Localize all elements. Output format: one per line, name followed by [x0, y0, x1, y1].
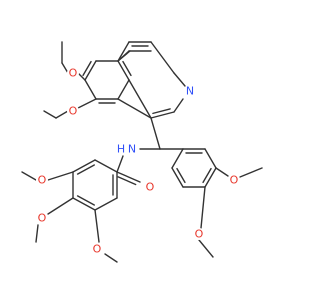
bond-benzo-inner [82, 60, 92, 77]
bond-benzo [117, 60, 130, 81]
bond-methyl [21, 171, 37, 181]
bond-aryl-right [171, 167, 184, 188]
bond-aryl-left [72, 197, 96, 211]
atom-label-layer: O O N H N O O O O O O [36, 67, 240, 256]
bond-c-ch [150, 117, 161, 150]
bond-pyr [117, 98, 152, 119]
bond-aryl-right [204, 167, 217, 188]
molecule-structure: O O N H N O O O O O O [0, 0, 300, 300]
bond-c-o [215, 167, 229, 177]
atom-o-7-methoxy: O [69, 105, 78, 118]
bond-c-o [77, 72, 86, 81]
atom-o-meta-methoxy: O [195, 228, 204, 241]
bond-benzo [84, 60, 97, 81]
atom-o-6-methoxy: O [69, 67, 78, 80]
bond-methyl [198, 239, 214, 258]
bond-pyr [117, 41, 130, 62]
atom-n-amide: N [128, 143, 136, 156]
bond-aryl-left [94, 197, 118, 211]
bond-aryl-left-inner [76, 195, 95, 206]
atom-n-isoquinoline: N [186, 85, 194, 98]
bond-c-o [94, 209, 100, 243]
bond-pyr-inner [152, 108, 171, 115]
atom-o-5-methoxy: O [93, 243, 102, 256]
atom-h-amide: H [117, 143, 125, 156]
atom-o-carbonyl: O [146, 181, 155, 194]
bond-aryl-right [171, 148, 184, 169]
bond-methyl [104, 253, 118, 263]
bond-aryl-left [72, 159, 96, 173]
bond-c-o [77, 98, 97, 109]
bond-pyr-n [173, 72, 186, 87]
bond-aryl-right [204, 148, 217, 169]
bond-o-ch3 [55, 110, 69, 119]
bond-pyr [117, 50, 131, 62]
background [0, 0, 300, 300]
bond-aryl-right-inner [202, 167, 212, 184]
bond-aryl-left [94, 159, 118, 173]
atom-o-4-methoxy: O [38, 212, 47, 225]
bond-layer [21, 41, 263, 263]
bond-benzo [117, 79, 130, 100]
bond-pyr [150, 111, 175, 119]
bond-c-o [200, 186, 206, 229]
bond-benzo-inner [122, 60, 132, 77]
bond-methyl [43, 110, 57, 119]
bond-pyr-n [173, 98, 184, 113]
bond-n-c [116, 155, 124, 173]
bond-methyl [35, 224, 39, 243]
bond-aryl-right-inner [176, 167, 186, 184]
bond-o-ch3 [61, 62, 69, 74]
atom-o-3-methoxy: O [38, 174, 47, 187]
atom-o-para-methoxy: O [230, 174, 239, 187]
bond-c-o-double [116, 171, 141, 183]
bond-fused [128, 79, 152, 119]
bond-methyl [239, 167, 263, 178]
bond-pyr [150, 41, 175, 74]
bond-c-o-double-inner [117, 176, 137, 186]
bond-benzo [84, 79, 97, 100]
bond-aryl-left-inner [76, 164, 95, 175]
bond-c-o [47, 197, 74, 215]
bond-c-o [47, 171, 74, 181]
